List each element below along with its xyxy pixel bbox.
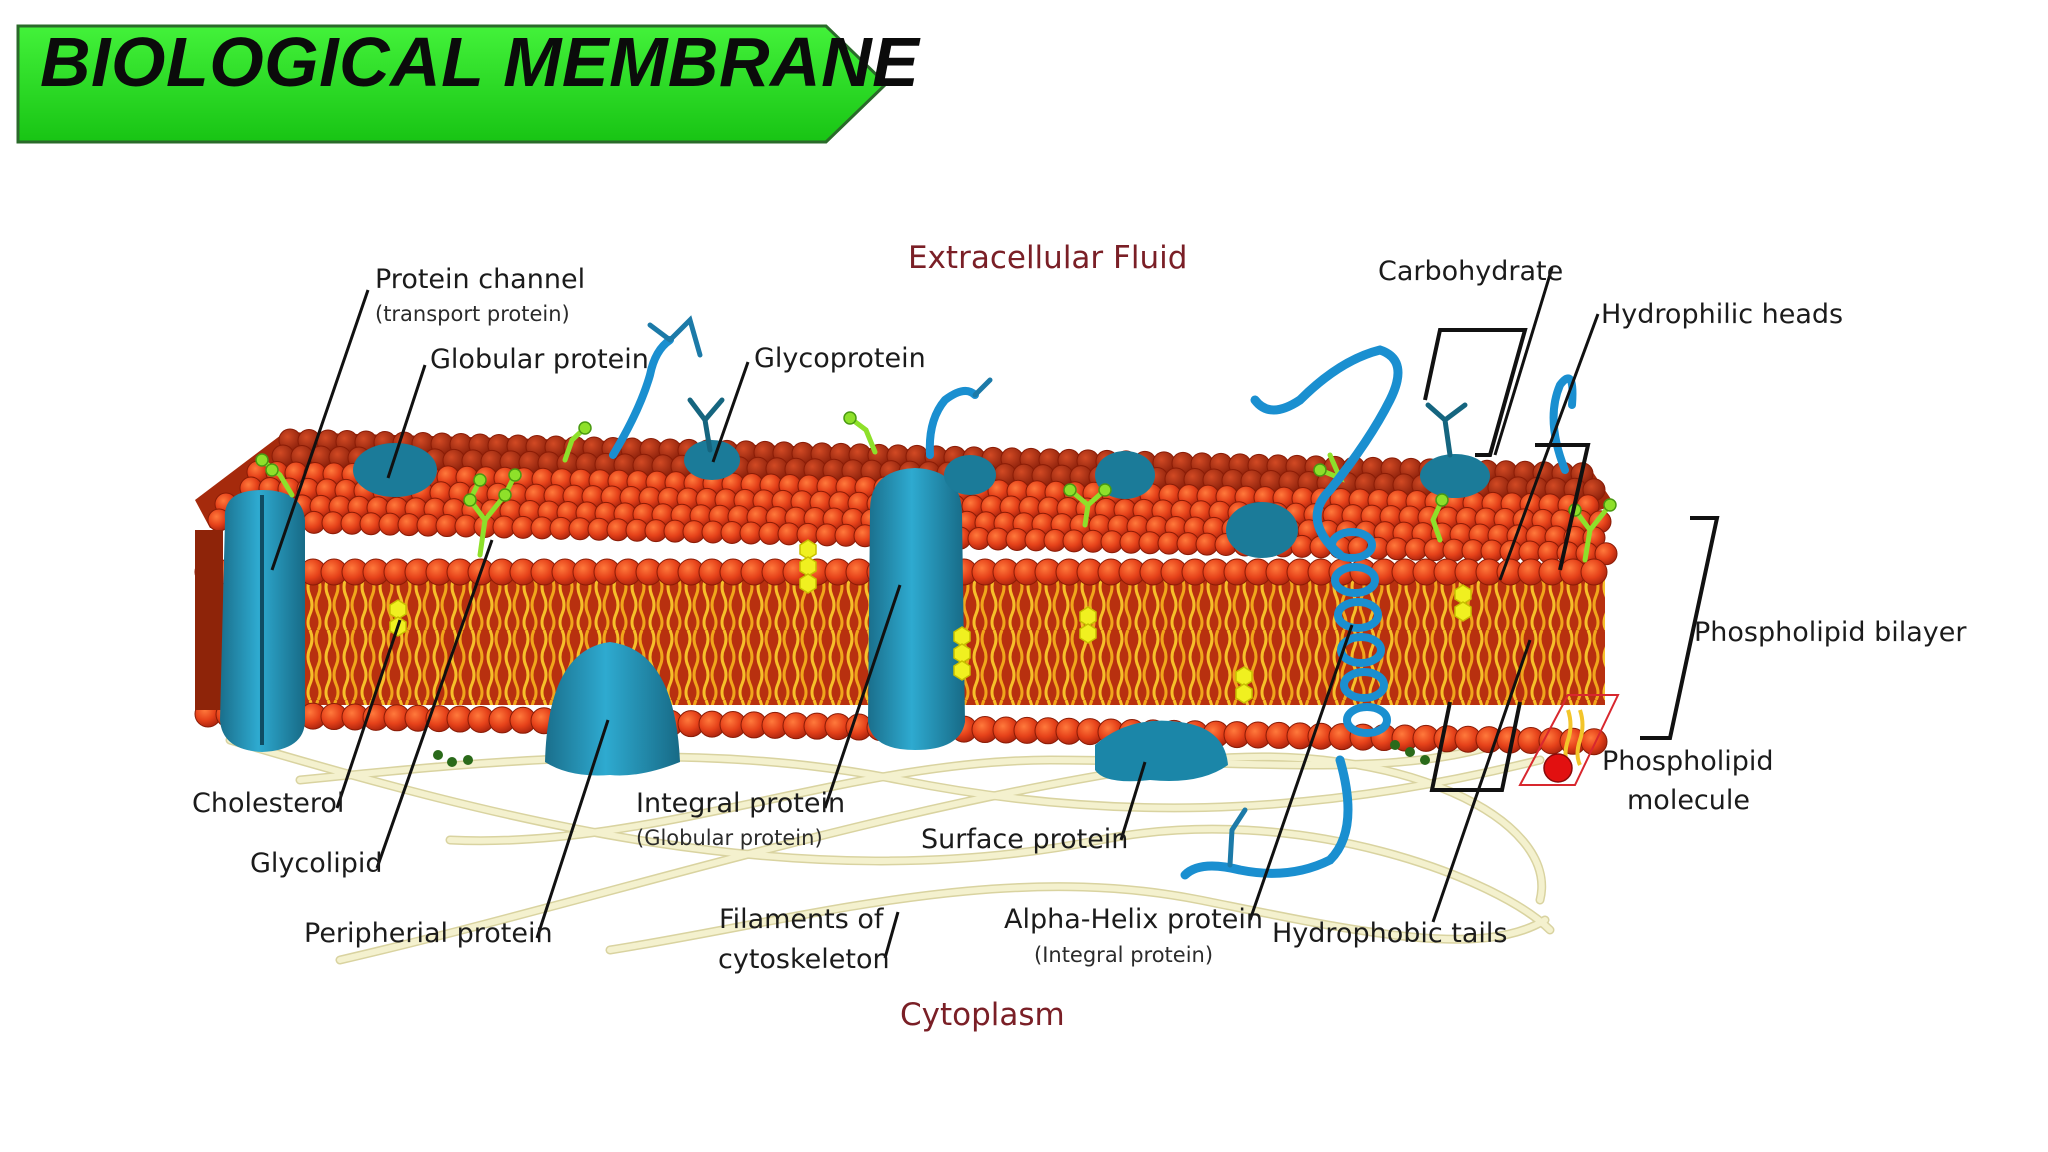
globular-protein-right bbox=[684, 440, 1490, 558]
hydrophobic-bracket bbox=[1429, 701, 1522, 792]
glycoprotein-label: Glycoprotein bbox=[754, 343, 926, 374]
peripheral-protein bbox=[545, 642, 680, 776]
filaments-label-line2: cytoskeleton bbox=[718, 944, 890, 975]
protein-channel-sublabel: (transport protein) bbox=[375, 302, 570, 326]
bilayer-bracket bbox=[1640, 516, 1720, 740]
leader-surface bbox=[1119, 761, 1147, 841]
label-brackets bbox=[1423, 328, 1720, 792]
surface-protein-label: Surface protein bbox=[921, 824, 1129, 855]
page-title: BIOLOGICAL MEMBRANE bbox=[40, 23, 920, 101]
globular-protein-label: Globular protein bbox=[430, 344, 649, 375]
leader-protein-channel bbox=[270, 289, 370, 571]
alpha-helix-coil bbox=[1328, 528, 1391, 737]
peripheral-protein-label: Peripherial protein bbox=[304, 918, 553, 949]
carbohydrate-label: Carbohydrate bbox=[1378, 256, 1564, 287]
alpha-helix-label: Alpha-Helix protein bbox=[1004, 904, 1263, 935]
integral-protein-label: Integral protein bbox=[636, 788, 846, 819]
bilayer-left-end bbox=[195, 530, 223, 710]
leader-hydrophilic bbox=[1498, 313, 1600, 581]
leader-peripheral bbox=[535, 719, 610, 939]
phospholipid-head bbox=[1580, 558, 1608, 586]
cholesterol-molecules bbox=[389, 539, 1472, 704]
integral-protein-sublabel: (Globular protein) bbox=[636, 826, 823, 850]
cytoskeleton-filaments bbox=[225, 735, 1555, 965]
surface-protein bbox=[1095, 720, 1228, 782]
filaments-label-line1: Filaments of bbox=[719, 904, 884, 935]
protein-channel bbox=[220, 490, 305, 752]
phospholipid-molecule-label-line2: molecule bbox=[1627, 785, 1751, 816]
carbohydrate-bracket bbox=[1423, 328, 1528, 457]
carbohydrate-chains bbox=[255, 411, 1617, 563]
leader-hydrophobic bbox=[1431, 639, 1532, 923]
phospholipid-molecule-label-line1: Phospholipid bbox=[1602, 746, 1774, 777]
phospholipid-molecule-highlight bbox=[1518, 694, 1620, 786]
extracellular-fluid-label: Extracellular Fluid bbox=[908, 240, 1188, 276]
leader-cholesterol bbox=[335, 619, 402, 809]
cholesterol-label: Cholesterol bbox=[192, 788, 345, 819]
leader-lines bbox=[270, 267, 1600, 959]
leader-filaments bbox=[883, 911, 900, 959]
phospholipid-bilayer-label: Phospholipid bilayer bbox=[1694, 617, 1967, 648]
alpha-helix-sublabel: (Integral protein) bbox=[1034, 943, 1214, 967]
banner-arrow-shape bbox=[16, 24, 888, 144]
integral-protein bbox=[868, 468, 965, 750]
leader-glycoprotein bbox=[711, 361, 750, 463]
leader-carbohydrate bbox=[1493, 267, 1554, 456]
glycolipid-label: Glycolipid bbox=[250, 848, 383, 879]
hydrophilic-bracket bbox=[1535, 443, 1591, 571]
lower-carbohydrates bbox=[433, 740, 1430, 767]
protein-channel-label: Protein channel bbox=[375, 264, 586, 295]
globular-protein bbox=[353, 443, 437, 497]
hydrophilic-heads-label: Hydrophilic heads bbox=[1601, 299, 1844, 330]
leader-globular-protein bbox=[386, 364, 427, 479]
leader-integral bbox=[823, 584, 902, 809]
title-banner bbox=[16, 24, 888, 144]
leader-alpha-helix bbox=[1248, 624, 1354, 921]
phospholipid-head bbox=[1594, 542, 1618, 566]
cytoplasm-label: Cytoplasm bbox=[900, 997, 1065, 1033]
leader-glycolipid bbox=[375, 539, 494, 869]
hydrophobic-tails-label: Hydrophobic tails bbox=[1272, 918, 1508, 949]
